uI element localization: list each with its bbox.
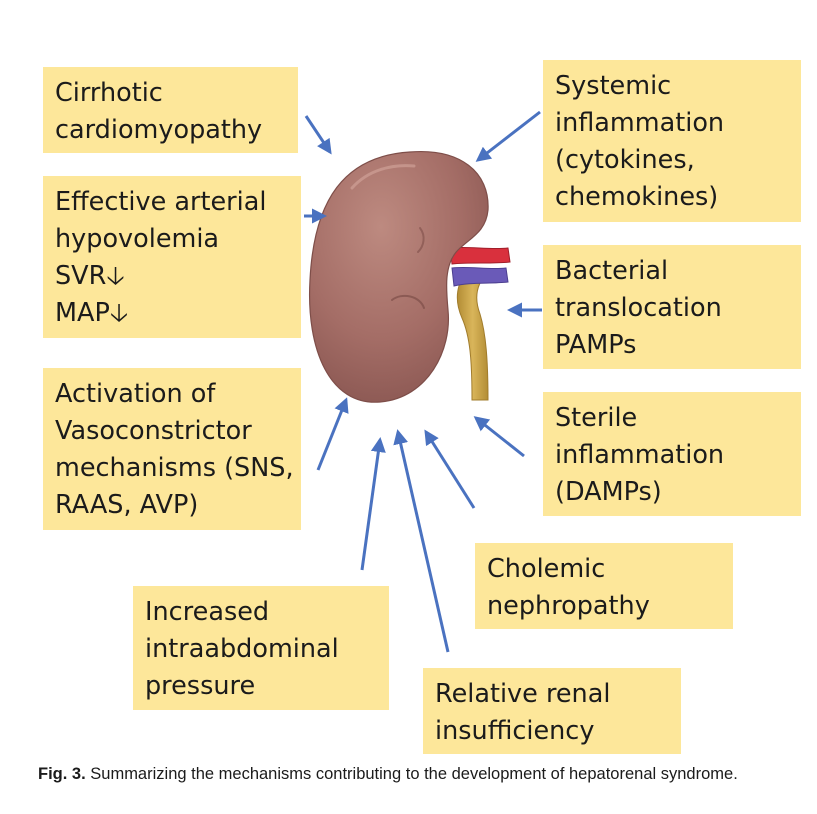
box-systemic-inflammation: Systemic inflammation (cytokines, chemok…: [543, 60, 801, 222]
renal-vein: [451, 266, 509, 287]
box-increased-intraabdominal-pressure: Increased intraabdominal pressure: [133, 586, 389, 710]
box-line: Cirrhotic: [55, 78, 163, 108]
box-line: Activation of: [55, 379, 216, 409]
arrow-intraabdominal: [360, 437, 386, 571]
arrow-systemic: [475, 110, 541, 162]
box-line: Systemic: [555, 71, 672, 101]
kidney-fold: [417, 227, 425, 253]
box-line: PAMPs: [555, 330, 637, 360]
renal-artery: [449, 246, 511, 265]
box-line: Relative renal: [435, 679, 611, 709]
box-line: pressure: [145, 671, 256, 701]
box-effective-arterial-hypovolemia: Effective arterial hypovolemia SVR🡣 MAP🡣: [43, 176, 301, 338]
box-cirrhotic-cardiomyopathy: Cirrhotic cardiomyopathy: [43, 67, 298, 153]
arrow-cholemic: [424, 429, 476, 509]
box-line: cardiomyopathy: [55, 115, 263, 145]
ureter: [456, 267, 489, 401]
box-line: nephropathy: [487, 591, 650, 621]
box-line: translocation: [555, 293, 722, 323]
box-line: (cytokines,: [555, 145, 695, 175]
arrow-cirrhotic: [304, 115, 332, 155]
box-line: SVR🡣: [55, 261, 125, 291]
box-line: inflammation: [555, 108, 725, 138]
box-line: hypovolemia: [55, 224, 220, 254]
box-line: (DAMPs): [555, 477, 662, 507]
box-line: Sterile: [555, 403, 638, 433]
arrow-vasoconstrictor: [316, 397, 349, 471]
box-line: Increased: [145, 597, 270, 627]
caption-label: Fig. 3.: [38, 765, 86, 783]
box-relative-renal-insufficiency: Relative renal insufficiency: [423, 668, 681, 754]
arrow-sterile: [473, 416, 525, 458]
kidney-body: [308, 150, 489, 403]
box-line: Vasoconstrictor: [55, 416, 252, 446]
box-line: mechanisms (SNS,: [55, 453, 294, 483]
arrows: [304, 110, 542, 653]
box-line: RAAS, AVP): [55, 490, 199, 520]
box-sterile-inflammation: Sterile inflammation (DAMPs): [543, 392, 801, 516]
caption-text: Summarizing the mechanisms contributing …: [90, 765, 738, 783]
box-vasoconstrictor-mechanisms: Activation of Vasoconstrictor mechanisms…: [43, 368, 301, 530]
box-line: Bacterial: [555, 256, 669, 286]
box-line: inflammation: [555, 440, 725, 470]
box-line: Effective arterial: [55, 187, 267, 217]
kidney-highlight: [350, 164, 416, 190]
box-line: chemokines): [555, 182, 719, 212]
box-line: Cholemic: [487, 554, 606, 584]
arrow-renal: [393, 429, 450, 653]
box-line: insufficiency: [435, 716, 595, 746]
box-line: MAP🡣: [55, 298, 129, 328]
figure-caption: Fig. 3. Summarizing the mechanisms contr…: [38, 764, 804, 785]
box-line: intraabdominal: [145, 634, 339, 664]
box-cholemic-nephropathy: Cholemic nephropathy: [475, 543, 733, 629]
kidney-fold: [391, 294, 425, 309]
box-bacterial-translocation: Bacterial translocation PAMPs: [543, 245, 801, 369]
kidney-illustration: [308, 150, 511, 403]
